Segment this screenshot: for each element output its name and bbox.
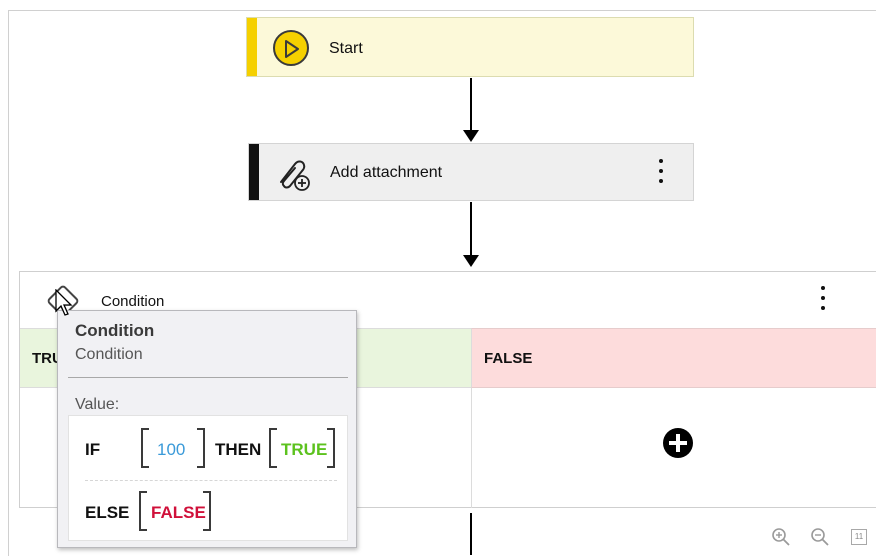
paperclip-add-icon xyxy=(280,160,310,191)
if-keyword: IF xyxy=(85,440,101,459)
start-node[interactable]: Start xyxy=(246,17,694,77)
bracket-right xyxy=(203,491,211,531)
arrow-head xyxy=(463,130,479,142)
bracket-left xyxy=(269,428,277,468)
zoom-in-icon[interactable] xyxy=(771,527,791,547)
bracket-right xyxy=(327,428,335,468)
then-keyword: THEN xyxy=(215,440,262,459)
tooltip-title: Condition xyxy=(75,321,155,340)
then-value: TRUE xyxy=(281,440,328,459)
start-node-label: Start xyxy=(329,40,363,57)
bracket-right xyxy=(197,428,205,468)
condition-tooltip: Condition Condition Value: IF 100 THEN T… xyxy=(57,310,357,548)
else-value: FALSE xyxy=(151,503,206,522)
arrow-head xyxy=(463,255,479,267)
connector-arrow xyxy=(470,202,472,256)
kebab-icon[interactable] xyxy=(820,286,826,316)
mouse-cursor-icon xyxy=(55,289,73,316)
connector-arrow xyxy=(470,78,472,130)
play-icon xyxy=(273,30,309,66)
expression-divider xyxy=(85,480,337,481)
add-attachment-node[interactable]: Add attachment xyxy=(248,143,694,201)
connector-line xyxy=(470,513,472,555)
tooltip-value-label: Value: xyxy=(75,396,120,413)
bracket-left xyxy=(139,491,147,531)
false-branch-header: FALSE xyxy=(471,328,876,388)
else-keyword: ELSE xyxy=(85,503,130,522)
plus-circle-icon[interactable] xyxy=(663,428,693,458)
condition-label: Condition xyxy=(101,293,165,310)
kebab-icon[interactable] xyxy=(658,159,664,189)
bracket-left xyxy=(141,428,149,468)
branch-divider xyxy=(471,388,472,508)
condition-expression: IF 100 THEN TRUE ELSE FALSE xyxy=(68,415,348,541)
fit-to-screen-icon[interactable]: 11 xyxy=(851,529,867,545)
false-branch-label: FALSE xyxy=(484,350,533,367)
zoom-out-icon[interactable] xyxy=(810,527,830,547)
tooltip-subtitle: Condition xyxy=(75,346,143,363)
add-attachment-label: Add attachment xyxy=(330,164,443,181)
start-accent-bar xyxy=(247,18,257,76)
if-value: 100 xyxy=(157,440,186,459)
action-accent-bar xyxy=(249,144,259,200)
tooltip-divider xyxy=(68,377,348,378)
